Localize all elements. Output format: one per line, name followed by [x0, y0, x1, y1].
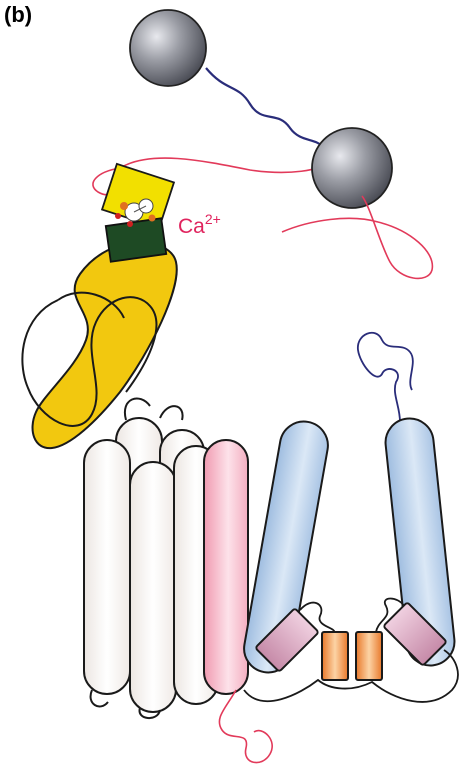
calcium-label: Ca2+ — [178, 211, 221, 238]
helix-white-front-2 — [130, 462, 176, 712]
panel-label: (b) — [4, 2, 32, 28]
helix-orange-right — [356, 632, 382, 680]
linker-chain — [206, 68, 322, 146]
helix-orange-left — [322, 632, 348, 680]
yellow-domain — [33, 242, 177, 448]
sphere-middle — [312, 128, 392, 208]
helix-cap-loop — [125, 398, 183, 420]
sphere-top — [130, 10, 206, 86]
navy-chain-right — [358, 333, 413, 422]
helix-pink — [204, 440, 248, 694]
helix-white-front-1 — [84, 440, 130, 694]
binding-block-green — [106, 218, 166, 261]
pink-chain-upper — [120, 158, 330, 172]
helix-bundle — [84, 398, 458, 718]
